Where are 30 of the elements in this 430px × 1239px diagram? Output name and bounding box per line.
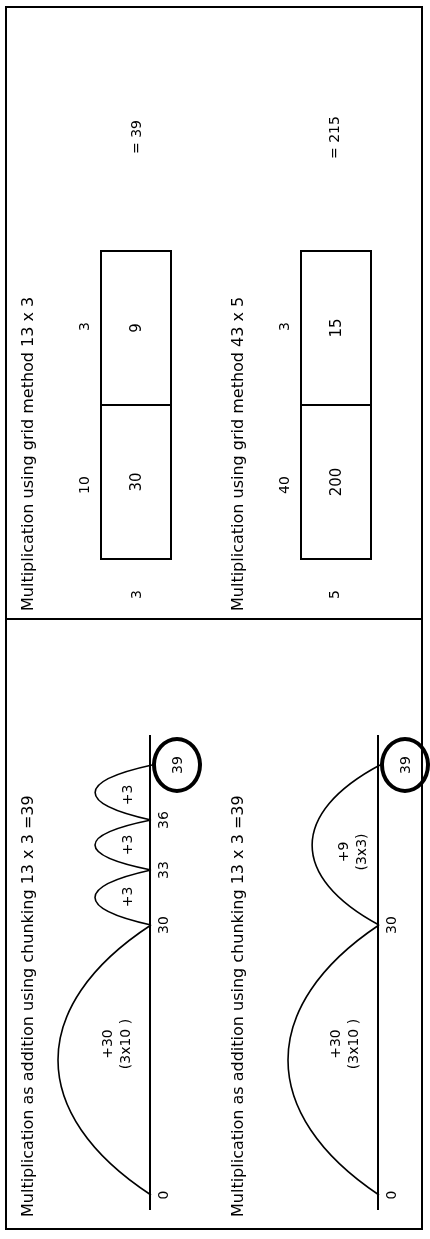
heading: Multiplication as addition using chunking 13 x 3 =39 xyxy=(228,795,247,1217)
grid-cell: 15 xyxy=(300,250,372,406)
tick-label: 36 xyxy=(154,805,174,835)
grid-cell: 9 xyxy=(100,250,172,406)
row-header: 5 xyxy=(326,590,342,599)
column-header: 3 xyxy=(76,322,92,331)
jump-arc xyxy=(94,764,153,821)
result-text: = 215 xyxy=(326,116,342,159)
grid-cell: 30 xyxy=(100,404,172,560)
row-header: 3 xyxy=(128,590,144,599)
circled-answer: 39 xyxy=(152,737,202,793)
jump-arc xyxy=(94,819,152,871)
jump-arc xyxy=(57,924,152,1196)
column-header: 40 xyxy=(276,476,292,494)
heading: Multiplication as addition using chunking 13 x 3 =39 xyxy=(18,795,37,1217)
grid-cell: 200 xyxy=(300,404,372,560)
heading: Multiplication using grid method 43 x 5 xyxy=(228,296,247,611)
column-header: 3 xyxy=(276,322,292,331)
tick-label: 30 xyxy=(154,910,174,940)
jump-arc xyxy=(311,764,381,926)
circled-answer: 39 xyxy=(380,737,430,793)
tick-label: 0 xyxy=(154,1180,174,1210)
tick-label: 0 xyxy=(382,1180,402,1210)
jump-arc xyxy=(287,924,380,1196)
result-text: = 39 xyxy=(128,120,144,154)
tick-label: 33 xyxy=(154,855,174,885)
column-header: 10 xyxy=(76,476,92,494)
tick-label: 30 xyxy=(382,910,402,940)
jump-arc xyxy=(94,869,152,926)
heading: Multiplication using grid method 13 x 3 xyxy=(18,296,37,611)
